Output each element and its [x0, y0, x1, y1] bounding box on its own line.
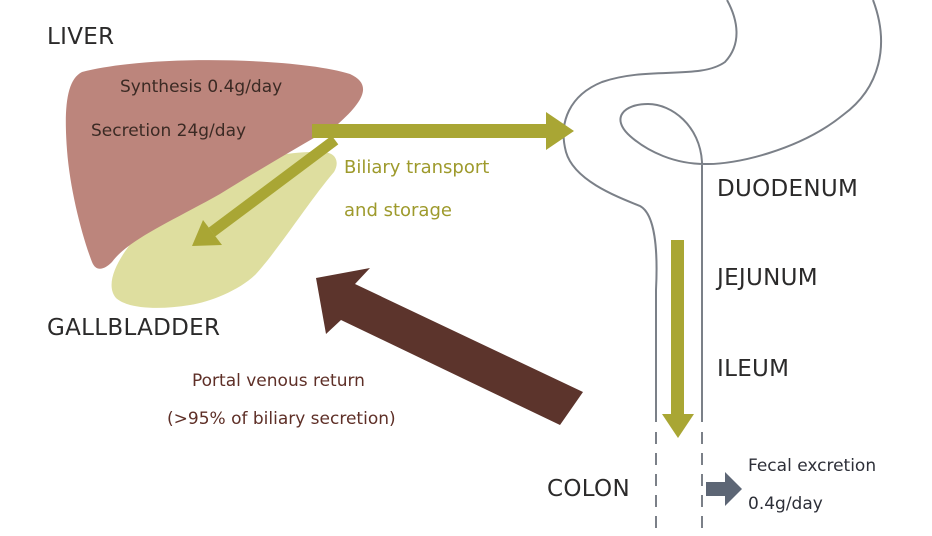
biliary-arrow-to-duodenum [312, 112, 574, 150]
jejunum-label: JEJUNUM [717, 265, 818, 291]
liver-shape [65, 60, 364, 269]
fecal-excretion-text-line1: Fecal excretion [748, 456, 877, 476]
liver-label: LIVER [47, 24, 115, 50]
liver-secretion-text: Secretion 24g/day [91, 121, 247, 141]
biliary-transport-text-line1: Biliary transport [344, 157, 490, 178]
colon-label: COLON [547, 476, 630, 502]
intestinal-transit-arrow-head [662, 414, 694, 438]
intestine-outline-outer [562, 0, 738, 422]
intestine-outline-inner [619, 0, 882, 422]
fecal-excretion-arrow [706, 472, 742, 506]
ileum-label: ILEUM [717, 356, 790, 382]
intestinal-transit-arrow-shaft [671, 240, 684, 418]
biliary-transport-text-line2: and storage [344, 200, 452, 221]
liver-synthesis-text: Synthesis 0.4g/day [120, 77, 283, 97]
portal-return-text-line2: (>95% of biliary secretion) [167, 409, 396, 429]
duodenum-label: DUODENUM [717, 176, 859, 202]
portal-return-text-line1: Portal venous return [192, 371, 365, 391]
portal-venous-return-arrow [316, 268, 583, 425]
gallbladder-label: GALLBLADDER [47, 315, 221, 341]
fecal-excretion-text-line2: 0.4g/day [748, 494, 823, 514]
biliary-arrow-to-gallbladder [208, 135, 339, 237]
biliary-arrow-to-gallbladder-head [192, 220, 222, 246]
